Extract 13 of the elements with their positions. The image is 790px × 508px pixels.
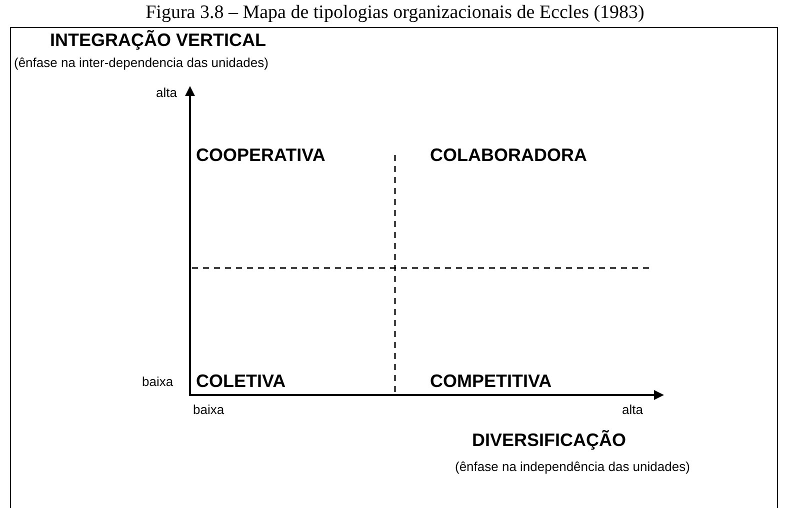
axis-tick-label: alta	[622, 403, 643, 418]
axis-tick-label: baixa	[193, 403, 224, 418]
figure-title: Figura 3.8 – Mapa de tipologias organizacionais de Eccles (1983)	[144, 2, 646, 24]
quadrant-label: COLABORADORA	[430, 145, 587, 166]
axis-subtitle: (ênfase na inter-dependencia das unidades)	[14, 56, 268, 71]
axis-subtitle: (ênfase na independência das unidades)	[455, 460, 690, 475]
quadrant-label: COOPERATIVA	[196, 145, 326, 166]
axis-title: DIVERSIFICAÇÃO	[472, 430, 626, 451]
axis-tick-label: baixa	[142, 375, 174, 390]
axis-title: INTEGRAÇÃO VERTICAL	[50, 30, 266, 51]
axis-tick-label: alta	[156, 86, 177, 101]
quadrant-label: COMPETITIVA	[430, 371, 552, 392]
quadrant-label: COLETIVA	[196, 371, 286, 392]
